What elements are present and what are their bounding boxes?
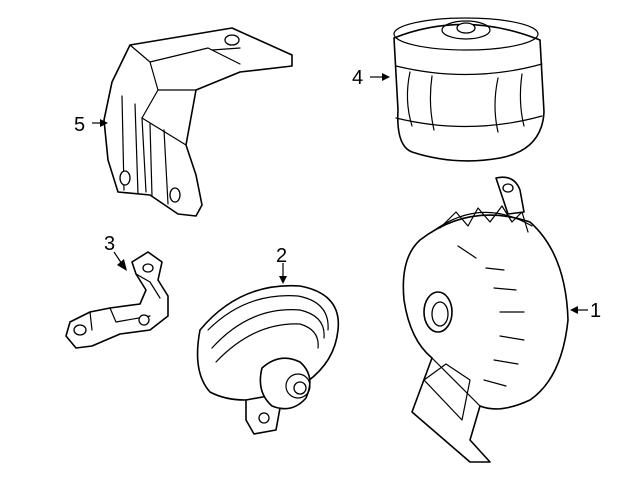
callout-5: 5 [74, 114, 85, 136]
arrowhead-1 [570, 306, 578, 314]
arrowhead-4 [382, 73, 390, 81]
arrowhead-5 [100, 119, 108, 127]
callout-1: 1 [590, 300, 601, 322]
arrowhead-3 [117, 259, 127, 271]
callout-leaders [92, 73, 588, 314]
part-2-disc-horn [196, 284, 340, 435]
part-5-large-bracket [103, 27, 293, 217]
callout-3: 3 [104, 233, 115, 255]
part-1-snail-horn [402, 176, 569, 463]
callout-4: 4 [352, 67, 363, 89]
callout-2: 2 [276, 245, 287, 267]
part-4-horn-cover [393, 17, 545, 162]
callout-labels: 5 4 3 2 1 [74, 67, 601, 322]
part-3-small-bracket [65, 251, 169, 349]
arrowhead-2 [279, 276, 287, 284]
